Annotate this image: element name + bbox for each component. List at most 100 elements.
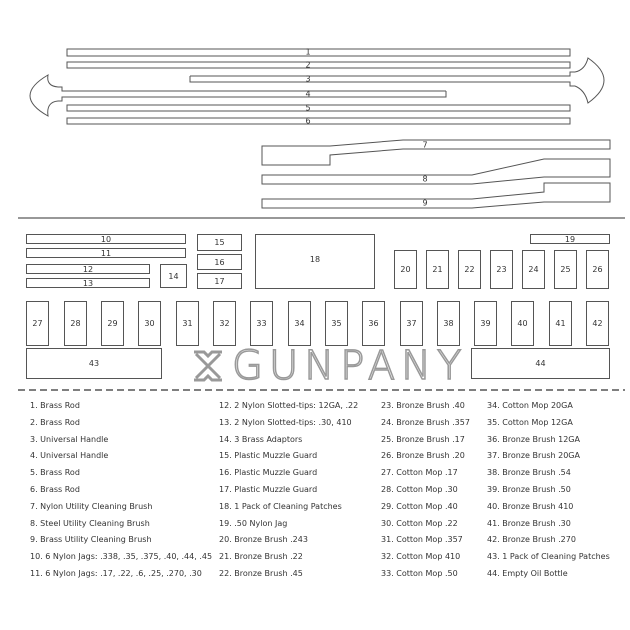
part-label-9: 9 <box>422 198 428 208</box>
legend-item: 40. Bronze Brush 410 <box>487 501 574 511</box>
legend-item: 34. Cotton Mop 20GA <box>487 401 573 410</box>
legend-item: 1. Brass Rod <box>30 401 80 410</box>
brand-logo: GUNPANY <box>190 343 468 389</box>
rod-2 <box>66 61 571 69</box>
part-43: 43 <box>26 348 162 379</box>
part-36: 36 <box>362 301 385 346</box>
legend-column-4: 34. Cotton Mop 20GA 35. Cotton Mop 12GA … <box>487 400 610 585</box>
legend-item: 17. Plastic Muzzle Guard <box>219 484 318 494</box>
legend-item: 29. Cotton Mop .40 <box>381 501 458 511</box>
legend-item: 27. Cotton Mop .17 <box>381 468 458 478</box>
legend-item: 16. Plastic Muzzle Guard <box>219 468 318 478</box>
legend-column-2: 12. 2 Nylon Slotted-tips: 12GA, .22 13. … <box>219 400 358 585</box>
part-18: 18 <box>255 234 375 289</box>
legend-item: 3. Universal Handle <box>30 434 109 444</box>
legend-item: 6. Brass Rod <box>30 484 80 494</box>
part-28: 28 <box>64 301 87 346</box>
legend-item: 13. 2 Nylon Slotted-tips: .30, 410 <box>219 417 352 427</box>
legend-item: 31. Cotton Mop .357 <box>381 535 463 545</box>
brush-7 <box>261 139 611 166</box>
legend-item: 25. Bronze Brush .17 <box>381 434 465 444</box>
part-23: 23 <box>490 250 513 289</box>
legend-item: 30. Cotton Mop .22 <box>381 518 458 528</box>
rod-6 <box>66 117 571 125</box>
part-39: 39 <box>474 301 497 346</box>
brush-8 <box>261 158 611 185</box>
legend-item: 44. Empty Oil Bottle <box>487 568 568 578</box>
part-15: 15 <box>197 234 242 251</box>
legend-item: 20. Bronze Brush .243 <box>219 535 308 545</box>
part-14: 14 <box>160 264 187 288</box>
part-22: 22 <box>458 250 481 289</box>
part-17: 17 <box>197 273 242 289</box>
legend-item: 5. Brass Rod <box>30 468 80 478</box>
part-38: 38 <box>437 301 460 346</box>
part-12: 12 <box>26 264 150 274</box>
legend-item: 37. Bronze Brush 20GA <box>487 451 580 461</box>
legend-item: 12. 2 Nylon Slotted-tips: 12GA, .22 <box>219 401 359 410</box>
part-21: 21 <box>426 250 449 289</box>
part-24: 24 <box>522 250 545 289</box>
part-35: 35 <box>325 301 348 346</box>
legend-item: 9. Brass Utility Cleaning Brush <box>30 535 152 545</box>
legend-item: 4. Universal Handle <box>30 451 109 461</box>
brand-x-icon <box>194 350 222 382</box>
part-20: 20 <box>394 250 417 289</box>
legend-item: 23. Bronze Brush .40 <box>381 401 465 410</box>
legend-item: 22. Bronze Brush .45 <box>219 568 303 578</box>
part-label-5: 5 <box>305 103 311 113</box>
legend-item: 11. 6 Nylon Jags: .17, .22, .6, .25, .27… <box>30 568 202 578</box>
part-25: 25 <box>554 250 577 289</box>
legend-item: 15. Plastic Muzzle Guard <box>219 451 318 461</box>
legend-item: 35. Cotton Mop 12GA <box>487 417 573 427</box>
part-27: 27 <box>26 301 49 346</box>
part-label-8: 8 <box>422 174 428 184</box>
legend-item: 39. Bronze Brush .50 <box>487 484 571 494</box>
legend-item: 8. Steel Utility Cleaning Brush <box>30 518 150 528</box>
legend-column-3: 23. Bronze Brush .40 24. Bronze Brush .3… <box>381 400 470 585</box>
legend-item: 43. 1 Pack of Cleaning Patches <box>487 552 610 562</box>
legend-item: 18. 1 Pack of Cleaning Patches <box>219 501 342 511</box>
part-40: 40 <box>511 301 534 346</box>
part-34: 34 <box>288 301 311 346</box>
part-16: 16 <box>197 254 242 270</box>
legend-item: 32. Cotton Mop 410 <box>381 552 461 562</box>
legend-item: 38. Bronze Brush .54 <box>487 468 571 478</box>
part-10: 10 <box>26 234 186 244</box>
brush-9 <box>261 182 611 209</box>
part-41: 41 <box>549 301 572 346</box>
legend-item: 2. Brass Rod <box>30 417 80 427</box>
legend-item: 26. Bronze Brush .20 <box>381 451 465 461</box>
legend-item: 10. 6 Nylon Jags: .338, .35, .375, .40, … <box>30 552 213 562</box>
legend-item: 21. Bronze Brush .22 <box>219 552 303 562</box>
legend-column-1: 1. Brass Rod 2. Brass Rod 3. Universal H… <box>30 400 212 585</box>
part-44: 44 <box>471 348 610 379</box>
handle-3-grip <box>574 57 605 104</box>
handle-3 <box>189 71 575 87</box>
legend-item: 33. Cotton Mop .50 <box>381 568 458 578</box>
legend-item: 24. Bronze Brush .357 <box>381 417 470 427</box>
part-26: 26 <box>586 250 609 289</box>
part-33: 33 <box>250 301 273 346</box>
legend-item: 19. .50 Nylon Jag <box>219 518 288 528</box>
part-13: 13 <box>26 278 150 288</box>
brand-name: GUNPANY <box>231 343 468 389</box>
part-32: 32 <box>213 301 236 346</box>
part-label-6: 6 <box>305 116 311 126</box>
part-label-3: 3 <box>305 74 311 84</box>
legend-item: 28. Cotton Mop .30 <box>381 484 458 494</box>
part-label-4: 4 <box>305 89 311 99</box>
legend-item: 7. Nylon Utility Cleaning Brush <box>30 501 153 511</box>
part-19: 19 <box>530 234 610 244</box>
part-37: 37 <box>400 301 423 346</box>
rod-1 <box>66 48 571 57</box>
handle-4 <box>58 86 447 102</box>
rod-5 <box>66 104 571 112</box>
part-11: 11 <box>26 248 186 258</box>
legend-item: 42. Bronze Brush .270 <box>487 535 576 545</box>
legend-item: 41. Bronze Brush .30 <box>487 518 571 528</box>
part-30: 30 <box>138 301 161 346</box>
part-label-1: 1 <box>305 47 311 57</box>
